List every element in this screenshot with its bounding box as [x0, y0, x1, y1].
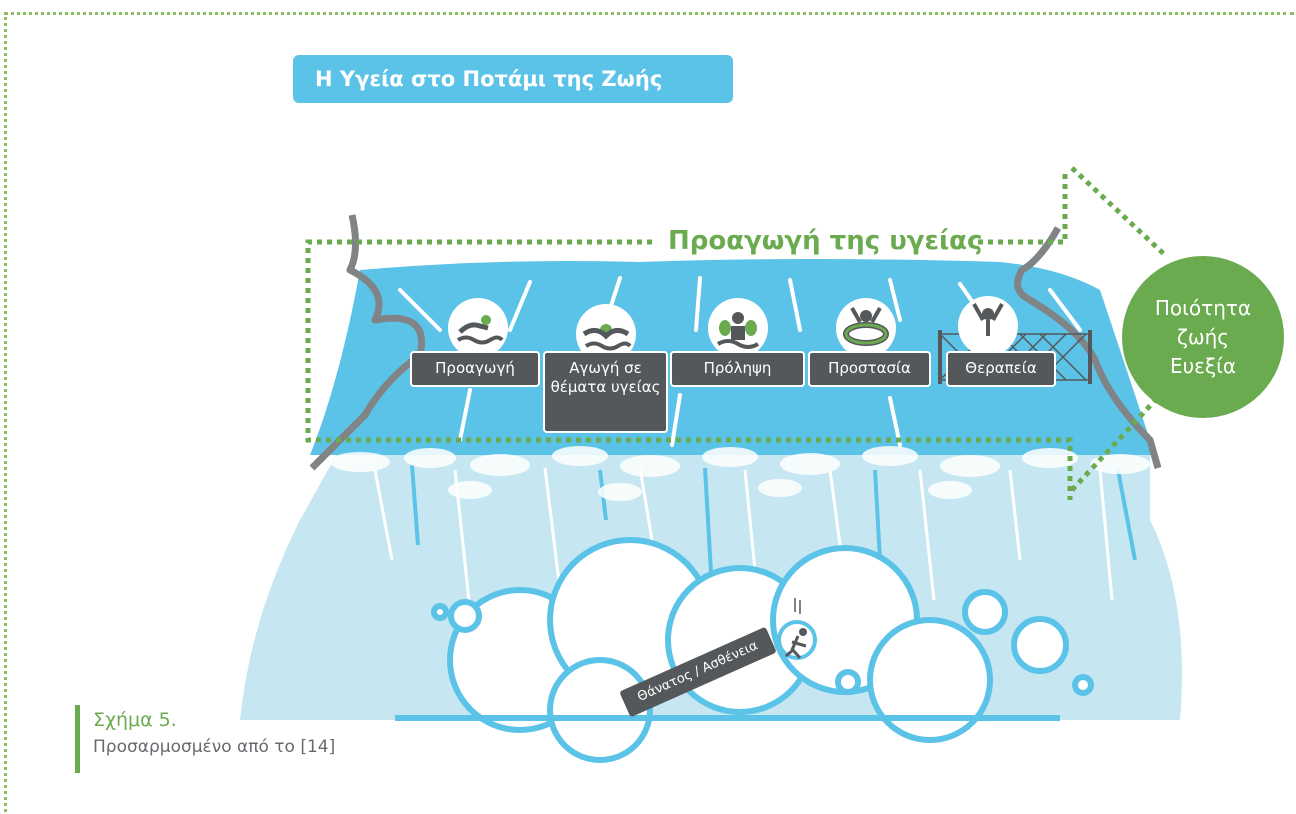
- falling-person-icon: [777, 598, 817, 660]
- foam-band: [330, 446, 1150, 501]
- stage-label-prevention: Πρόληψη: [670, 351, 805, 387]
- arrow-bottom: [1070, 393, 1162, 492]
- stage-label-protection: Προστασία: [808, 351, 931, 387]
- dotted-frame-left: [4, 12, 7, 812]
- stage-label-health-education: Αγωγή σε θέματα υγείας: [543, 351, 668, 433]
- figure-number: Σχήμα 5.: [93, 709, 177, 731]
- figure-caption: Σχήμα 5. Προσαρμοσμένο από το [14]: [75, 705, 335, 773]
- dotted-frame-top: [4, 12, 1294, 15]
- blue-streaks: [410, 464, 1137, 591]
- lifebuoy-swimmer-icon: [836, 298, 896, 358]
- quality-of-life-line-1: Ποιότητα: [1154, 295, 1252, 320]
- arrow-top: [1070, 166, 1167, 257]
- stage-label-treatment: Θεραπεία: [946, 351, 1056, 387]
- stage-label-promotion: Προαγωγή: [410, 351, 540, 387]
- left-riverbank: [309, 214, 425, 471]
- promotion-frame: [305, 170, 1073, 500]
- quality-of-life-line-3: Ευεξία: [1169, 353, 1237, 378]
- diagram-title: Η Υγεία στο Ποτάμι της Ζωής: [293, 55, 733, 103]
- swimmer-icon: [448, 298, 508, 358]
- quality-of-life-circle: Ποιότητα ζωής Ευεξία: [1122, 256, 1284, 418]
- net-rescue-icon: [958, 296, 1018, 356]
- promotion-label: Προαγωγή της υγείας: [668, 226, 983, 256]
- armbands-swimmer-icon: [708, 298, 768, 358]
- figure-source: Προσαρμοσμένο από το [14]: [93, 737, 336, 757]
- quality-of-life-line-2: ζωής: [1176, 324, 1230, 349]
- right-riverbank: [1014, 226, 1162, 469]
